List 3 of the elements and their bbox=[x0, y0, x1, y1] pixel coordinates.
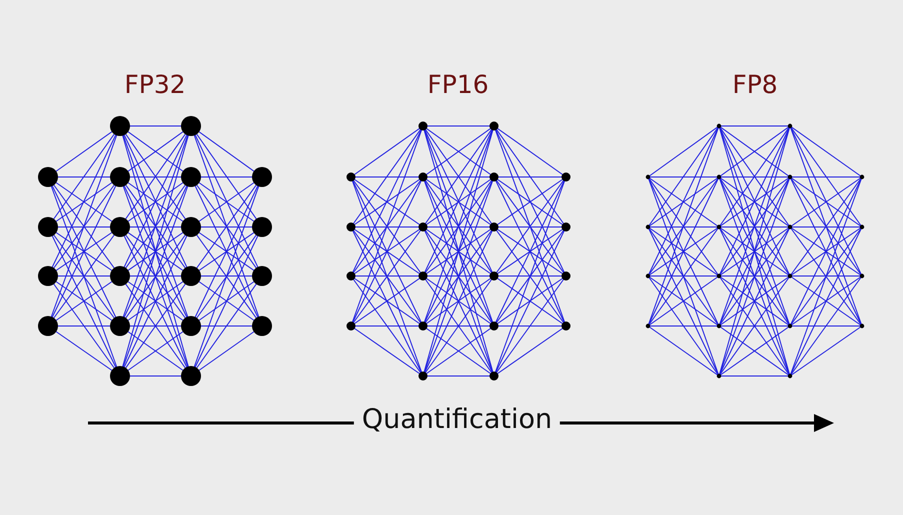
network-title: FP8 bbox=[732, 70, 778, 99]
network-title: FP32 bbox=[124, 70, 186, 99]
network-title: FP16 bbox=[427, 70, 489, 99]
